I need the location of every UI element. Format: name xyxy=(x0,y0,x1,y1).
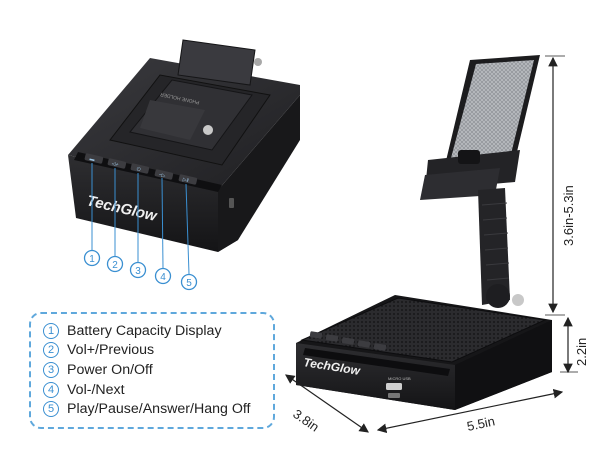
aux-port xyxy=(388,393,400,398)
standing-speaker-device: TechGlow MICRO USB xyxy=(296,55,552,410)
standing-button-row xyxy=(309,331,387,351)
svg-text:5: 5 xyxy=(186,278,192,289)
svg-text:1: 1 xyxy=(89,254,95,265)
legend-item: 5 Play/Pause/Answer/Hang Off xyxy=(43,399,273,419)
svg-text:4: 4 xyxy=(160,272,166,283)
vol-up-button-glyph: ◁+ xyxy=(111,161,119,168)
play-button[interactable] xyxy=(178,174,198,185)
battery-button-right[interactable] xyxy=(309,331,323,339)
base-height-label: 2.2in xyxy=(574,338,589,366)
legend-item: 1 Battery Capacity Display xyxy=(43,321,273,341)
usb-port-right xyxy=(386,383,402,390)
folded-speaker-device: PHONE HOLDER ▬ ◁+ ⏻ −▷ ▷‖ TechGlow xyxy=(68,39,300,252)
svg-text:3: 3 xyxy=(135,266,141,277)
callout-1: 1 xyxy=(83,249,101,267)
callout-4: 4 xyxy=(154,267,172,285)
legend-number: 5 xyxy=(43,401,59,418)
play-button-glyph: ▷‖ xyxy=(182,177,189,184)
legend-text: Play/Pause/Answer/Hang Off xyxy=(67,401,251,418)
button-callouts: 1 2 3 4 5 xyxy=(83,163,198,291)
power-button-right[interactable] xyxy=(341,337,355,345)
legend-number: 2 xyxy=(43,342,59,359)
button-row: ▬ ◁+ ⏻ −▷ ▷‖ xyxy=(84,153,198,185)
port-text: MICRO USB xyxy=(388,376,411,381)
play-button-right[interactable] xyxy=(373,343,387,351)
callout-5: 5 xyxy=(180,273,198,291)
legend-text: Battery Capacity Display xyxy=(67,322,222,339)
vol-up-button-right[interactable] xyxy=(325,334,339,342)
power-button-glyph: ⏻ xyxy=(136,166,141,173)
legend-text: Power On/Off xyxy=(67,361,153,378)
legend-number: 4 xyxy=(43,381,59,398)
callout-2: 2 xyxy=(106,255,124,273)
vol-down-button-glyph: −▷ xyxy=(158,172,166,179)
vol-down-button[interactable] xyxy=(154,169,174,180)
legend-text: Vol+/Previous xyxy=(67,342,155,359)
legend-item: 3 Power On/Off xyxy=(43,360,273,380)
legend-number: 1 xyxy=(43,322,59,339)
button-legend: 1 Battery Capacity Display 2 Vol+/Previo… xyxy=(29,312,275,429)
depth-label: 3.8in xyxy=(290,406,322,434)
vol-down-button-right[interactable] xyxy=(357,340,371,348)
usb-port xyxy=(229,198,234,208)
battery-button-glyph: ▬ xyxy=(89,156,95,163)
svg-text:2: 2 xyxy=(112,260,118,271)
height-adjust-label: 3.6in-5.3in xyxy=(561,185,576,246)
legend-item: 4 Vol-/Next xyxy=(43,380,273,400)
legend-item: 2 Vol+/Previous xyxy=(43,341,273,361)
vol-up-button[interactable] xyxy=(107,158,127,169)
legend-number: 3 xyxy=(43,361,59,378)
callout-3: 3 xyxy=(129,261,147,279)
legend-text: Vol-/Next xyxy=(67,381,125,398)
dimension-lines xyxy=(285,55,578,434)
battery-button[interactable] xyxy=(84,153,104,164)
width-label: 5.5in xyxy=(466,413,497,434)
power-button[interactable] xyxy=(130,163,150,174)
